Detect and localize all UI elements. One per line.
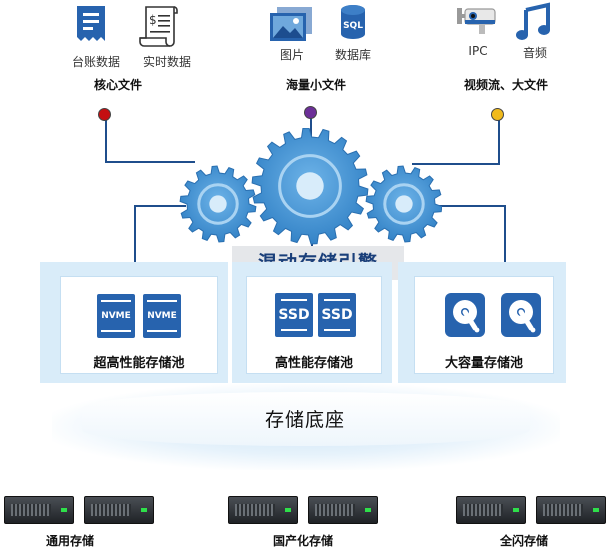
connector-line [412, 163, 500, 165]
rack-server-icon [308, 496, 378, 524]
connector-line [105, 120, 107, 163]
server-label-domestic: 国产化存储 [272, 534, 333, 548]
hard-disk-icon [501, 293, 541, 337]
server-label-all-flash: 全闪存储 [499, 534, 548, 548]
icon-label-ledger: 台账数据 [71, 55, 120, 69]
connector-line [105, 161, 195, 163]
storage-base-platform [82, 392, 530, 446]
rack-server-icon [456, 496, 526, 524]
group-label-video-large-files: 视频流、大文件 [463, 78, 548, 92]
ssd-drive-icon: SSD [318, 293, 356, 337]
connector-line [498, 120, 500, 165]
pool-ultra-high-performance [60, 276, 218, 374]
image-gallery-icon [270, 7, 312, 41]
icon-label-database: 数据库 [334, 48, 371, 62]
svg-text:SQL: SQL [343, 21, 363, 31]
svg-text:$: $ [149, 13, 157, 27]
gear-center [251, 128, 369, 245]
connector-line [134, 205, 136, 277]
pool-label-ultra-high-performance: 超高性能存储池 [93, 356, 185, 371]
dot-video-large-files [491, 108, 504, 121]
ledger-receipt-icon [77, 6, 105, 41]
gears-icon [179, 128, 442, 245]
icon-label-ipc: IPC [468, 44, 488, 58]
gear-left [179, 165, 257, 243]
pool-label-high-performance: 高性能存储池 [274, 356, 353, 371]
server-label-general: 通用存储 [45, 534, 94, 548]
group-label-small-files: 海量小文件 [285, 78, 346, 92]
ssd-drive-icon: SSD [275, 293, 313, 337]
gear-right [365, 165, 442, 243]
icon-label-image: 图片 [279, 48, 304, 62]
hard-disk-icon [445, 293, 485, 337]
dot-core-files [98, 108, 111, 121]
music-note-icon [516, 2, 550, 40]
connector-line [134, 205, 186, 207]
nvme-drive-icon: NVME [143, 294, 181, 338]
dot-small-files [304, 106, 317, 119]
rack-server-icon [228, 496, 298, 524]
rack-server-icon [4, 496, 74, 524]
cctv-camera-icon [457, 8, 496, 34]
pool-label-large-capacity: 大容量存储池 [444, 356, 523, 371]
sql-database-icon: SQL [341, 5, 365, 39]
money-scroll-icon: $ [139, 6, 178, 47]
icon-label-realtime: 实时数据 [142, 55, 191, 69]
group-label-core-files: 核心文件 [93, 78, 142, 92]
icon-label-audio: 音频 [522, 46, 547, 60]
rack-server-icon [536, 496, 606, 524]
connector-line [504, 205, 506, 277]
connector-line [430, 205, 506, 207]
rack-server-icon [84, 496, 154, 524]
storage-base-label: 存储底座 [264, 409, 345, 431]
pool-high-performance [246, 276, 382, 374]
nvme-drive-icon: NVME [97, 294, 135, 338]
